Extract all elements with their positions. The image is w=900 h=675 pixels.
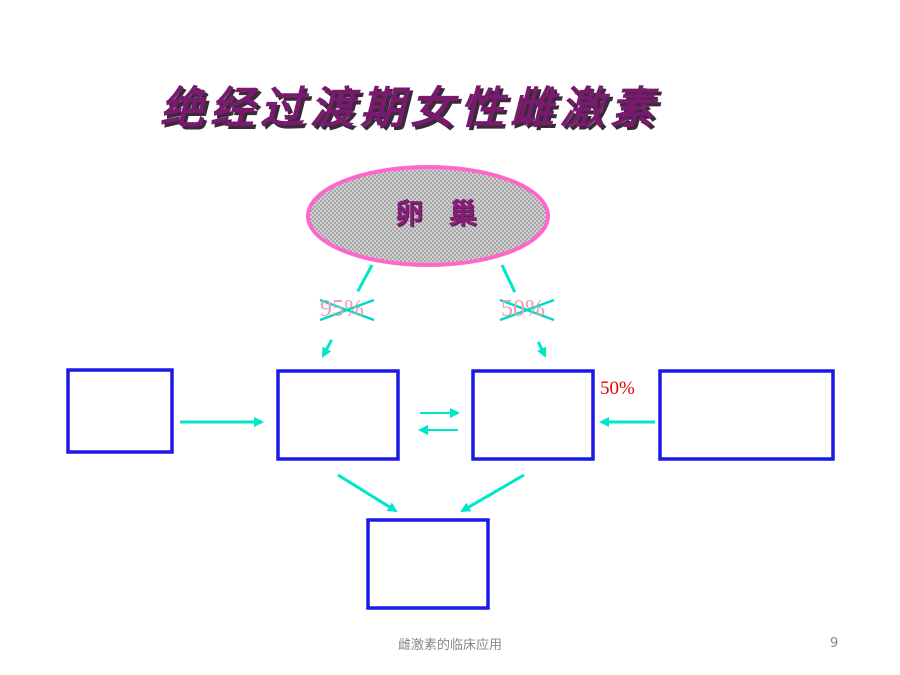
arrow-box3-to-box5 — [460, 473, 525, 513]
arrow-ovary-to-box2 — [321, 264, 374, 358]
strike-left-percent-2 — [319, 298, 375, 322]
side-percent: 50% — [600, 378, 635, 399]
slide-title: 绝经过渡期女性雌激素 — [160, 83, 660, 134]
box-3 — [471, 369, 595, 461]
strike-right-percent-2 — [499, 298, 555, 322]
left-percent: 95% — [320, 296, 364, 322]
footer-text: 雌激素的临床应用 — [397, 638, 502, 653]
box-5 — [366, 518, 490, 610]
box-1 — [66, 368, 174, 454]
arrow-box2-to-box5 — [337, 473, 398, 513]
right-percent: 50% — [501, 296, 545, 322]
box-4 — [658, 369, 835, 461]
box-2 — [276, 369, 400, 461]
ovary-ellipse — [306, 165, 550, 267]
arrow-ovary-to-box3 — [500, 264, 547, 358]
page-number: 9 — [830, 636, 839, 651]
ovary-label: 卵 巢 — [395, 197, 485, 230]
